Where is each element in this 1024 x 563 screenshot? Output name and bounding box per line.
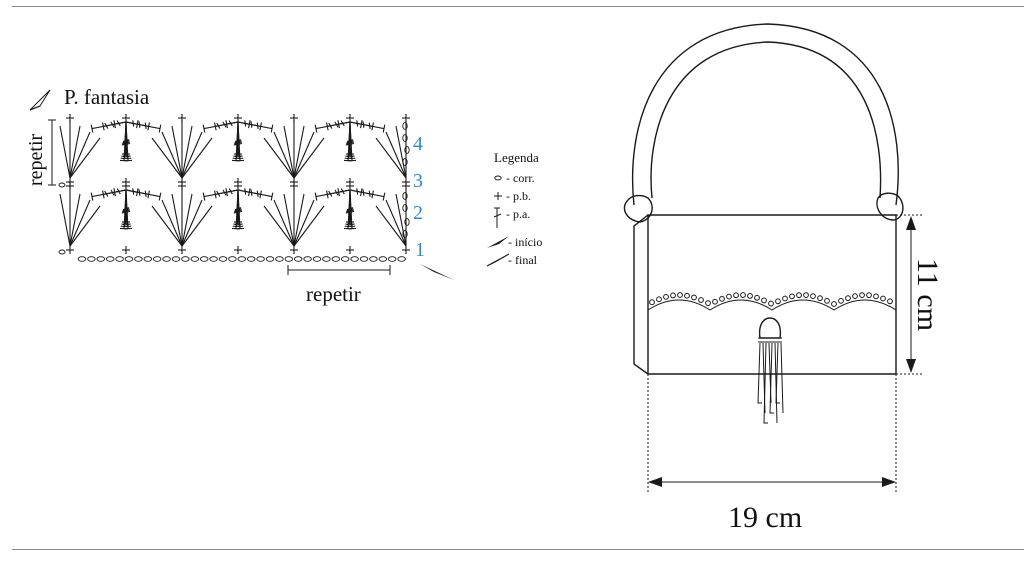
chain-stitch: [331, 256, 341, 262]
bag-illustration: 11 cm 19 cm: [623, 23, 944, 534]
vertical-repeat-label: repetir: [25, 133, 47, 186]
single-crochet-icon: [494, 192, 502, 200]
turning-chain: [402, 192, 408, 200]
left-handle-loop: [623, 194, 653, 223]
chain-stitch: [190, 256, 200, 262]
turning-chain: [402, 204, 408, 212]
chain-stitch: [284, 256, 294, 262]
width-dimension: [647, 374, 897, 494]
start-arrow-icon: [420, 264, 454, 280]
legend-title: Legenda: [494, 150, 539, 165]
chain-stitch: [312, 256, 322, 262]
chart-title: P. fantasia: [64, 85, 150, 109]
double-crochet-icon: [493, 207, 502, 228]
legend-label-chain: - corr.: [506, 171, 535, 185]
stitch-chart: P. fantasia repetir repetir 1 2 3 4: [25, 85, 454, 306]
stitch-row-pair: [59, 182, 410, 254]
start-arrow-icon: [487, 236, 509, 248]
chain-stitch: [105, 256, 115, 262]
width-label: 19 cm: [728, 501, 802, 534]
height-label: 11 cm: [911, 258, 944, 331]
chain-stitch: [322, 256, 331, 262]
right-handle-loop: [876, 192, 904, 221]
chain-stitch: [199, 256, 209, 262]
end-arrow-icon: [29, 89, 51, 111]
chain-stitch: [171, 256, 181, 262]
chain-stitch: [87, 256, 96, 262]
tassel: [757, 317, 784, 424]
turning-chain: [402, 122, 408, 130]
chain-stitch: [265, 256, 275, 262]
chain-stitch: [181, 256, 190, 262]
legend-label-double: - p.a.: [506, 207, 530, 221]
chain-stitch: [350, 256, 359, 262]
legend-label-start: - início: [508, 235, 542, 249]
vertical-repeat-bracket: [48, 119, 56, 186]
chain-stitch: [369, 256, 378, 262]
chain-stitch: [162, 256, 171, 262]
chain-stitch: [378, 256, 388, 262]
chain-stitch: [134, 256, 143, 262]
end-arrow-icon: [486, 253, 510, 267]
turning-chain: [402, 230, 408, 238]
chain-stitch: [246, 256, 256, 262]
chain-stitch: [228, 256, 237, 262]
chain-stitch: [256, 256, 265, 262]
chain-stitch: [124, 256, 134, 262]
legend-label-single: - p.b.: [506, 189, 531, 203]
turning-chain: [402, 134, 408, 142]
chain-stitch: [218, 256, 228, 262]
chain-stitch: [359, 256, 369, 262]
chain-stitch: [237, 256, 247, 262]
row-number-4: 4: [413, 133, 423, 155]
stitch-row-pair: [59, 114, 410, 186]
stitch-rows: [58, 114, 410, 262]
chain-stitch: [293, 256, 303, 262]
chain-stitch: [115, 256, 124, 262]
bag-handle: [631, 23, 899, 206]
flap-scallop-edge: [647, 292, 897, 311]
legend: Legenda - corr. - p.b. - p.a. - início -…: [486, 150, 542, 267]
legend-label-end: - final: [508, 253, 538, 267]
row-number-1: 1: [415, 239, 425, 261]
turning-chain: [404, 146, 410, 154]
row-number-2: 2: [413, 202, 423, 224]
chain-stitch: [340, 256, 350, 262]
height-dimension: [896, 214, 922, 375]
chain-stitch: [96, 256, 106, 262]
chain-stitch: [303, 256, 312, 262]
chain-stitch: [77, 256, 87, 262]
horizontal-repeat-bracket: [287, 265, 391, 275]
chain-stitch: [58, 182, 66, 188]
turning-chain: [404, 218, 410, 226]
chain-stitch-icon: [494, 175, 502, 181]
top-rule: [12, 6, 1024, 7]
chain-stitch: [152, 256, 162, 262]
chain-stitch: [143, 256, 153, 262]
foundation-chain: [58, 122, 410, 262]
chain-stitch: [387, 256, 397, 262]
horizontal-repeat-label: repetir: [306, 282, 361, 306]
bottom-rule: [12, 549, 1024, 550]
chain-stitch: [209, 256, 218, 262]
bag-side-panel: [633, 214, 649, 375]
row-number-3: 3: [413, 170, 423, 192]
chain-stitch: [275, 256, 284, 262]
chain-stitch: [58, 249, 66, 255]
chain-stitch: [397, 256, 406, 262]
